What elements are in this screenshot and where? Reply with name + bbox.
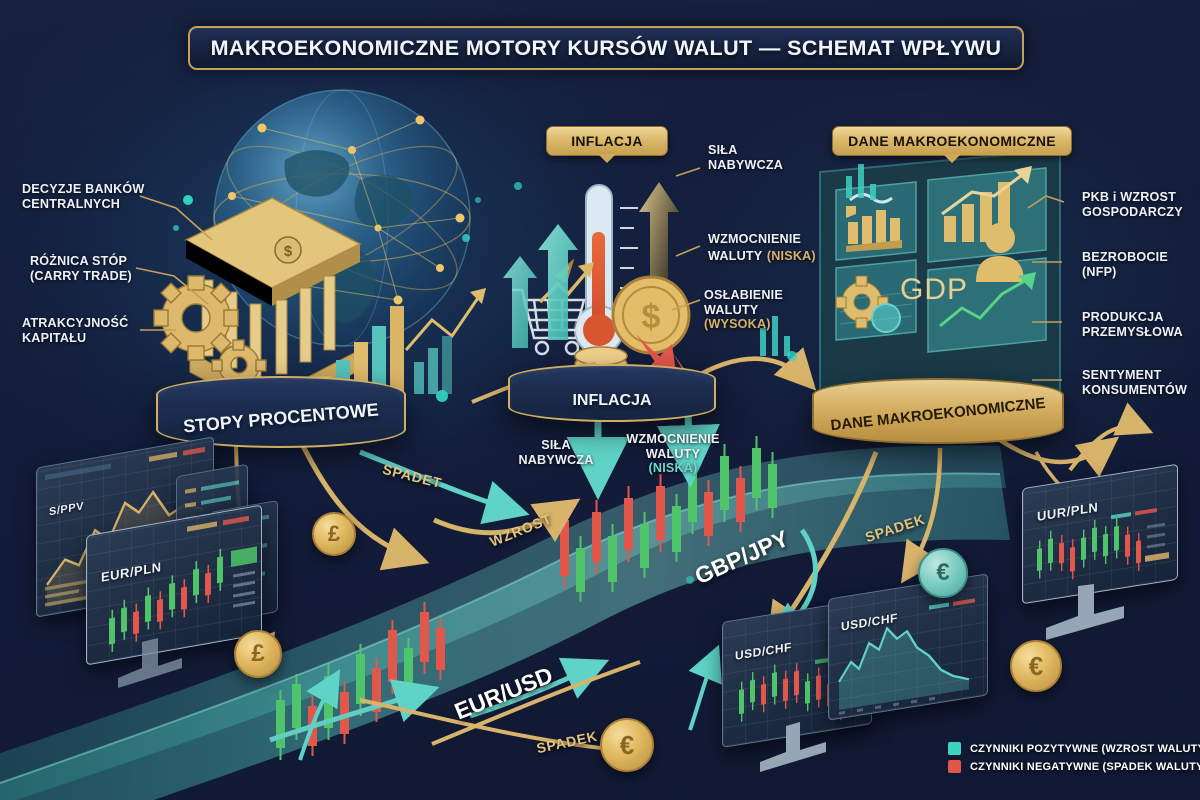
legend-label-negative: CZYNNIKI NEGATYWNE (SPADEK WALUTY) [970,760,1200,773]
callout-line: RÓŻNICA STÓP [30,254,128,268]
page-title-text: MAKROEKONOMICZNE MOTORY KURSÓW WALUT — S… [210,35,1002,60]
callout-line: NABYWCZA [708,157,784,172]
svg-text:$: $ [284,243,293,260]
flow-callout-sila-nabywcza: SIŁA NABYWCZA [512,438,600,467]
legend-swatch-positive [948,742,961,755]
screen-usdchf-2-chart [838,598,975,715]
person-icon [976,223,1024,282]
dollar-coin-icon: $ [611,275,691,355]
callout-line: KAPITAŁU [22,330,87,345]
callout-line: SIŁA [708,143,738,157]
legend: CZYNNIKI POZYTYWNE (WZROST WALUTY) CZYNN… [948,742,1200,778]
screen-eurpln-right-chart [1037,507,1169,580]
gear-icon [835,275,889,329]
legend-label-positive: CZYNNIKI POZYTYWNE (WZROST WALUTY) [970,742,1200,755]
page-title: MAKROEKONOMICZNE MOTORY KURSÓW WALUT — S… [188,26,1024,70]
teal-up-arrow-icon [503,224,578,348]
callout-line: WZMOCNIENIE [626,432,720,446]
trend-up-icon [939,272,1036,328]
callout-line-value: (NISKA) [648,461,698,476]
gold-up-arrow-icon [639,182,679,330]
callout-decyzje-bankow: DECYZJE BANKÓW CENTRALNYCH [22,182,144,211]
callout-produkcja-przemyslowa: PRODUKCJA PRZEMYSŁOWA [1082,310,1183,339]
euro-coin-icon: € [918,548,968,598]
bank-building-icon: $ [184,197,362,417]
callout-atrakcyjnosc-kapitalu: ATRAKCYJNOŚĆ KAPITAŁU [22,316,128,345]
screen-eurpln-left[interactable]: EUR/PLN [86,504,262,666]
callout-roznica-stop: RÓŻNICA STÓP (CARRY TRADE) [30,254,132,283]
callout-bezrobocie: BEZROBOCIE (NFP) [1082,250,1168,279]
callout-line: ATRAKCYJNOŚĆ [22,316,129,330]
callout-line: KONSUMENTÓW [1082,382,1188,397]
factory-icon [846,206,902,252]
callout-line: PRODUKCJA [1082,310,1164,324]
callout-line: (NFP) [1082,264,1117,279]
callout-line: SENTYMENT [1082,368,1162,382]
callout-line: WALUTY [708,248,763,263]
callout-sentyment-konsumentow: SENTYMENT KONSUMENTÓW [1082,368,1187,397]
thermometer-icon [574,184,638,355]
callout-line: GOSPODARCZY [1082,204,1183,219]
trend-up-icon [404,288,486,394]
callout-line: WZMOCNIENIE [708,232,802,246]
euro-coin-icon: € [600,718,654,772]
callout-line: NABYWCZA [518,452,594,467]
callout-line: PKB i WZROST [1082,190,1177,204]
pedestal-label-inflacja: INFLACJA [572,392,652,409]
callout-line: (CARRY TRADE) [30,268,132,283]
callout-line: BEZROBOCIE [1082,250,1168,264]
callout-line-value: (NISKA) [766,248,816,263]
connector-arrows [234,347,1154,761]
legend-item-negative: CZYNNIKI NEGATYWNE (SPADEK WALUTY) [948,760,1200,773]
legend-item-positive: CZYNNIKI POZYTYWNE (WZROST WALUTY) [948,742,1200,755]
pound-coin-icon: £ [312,512,356,556]
badge-dane-makroekonomiczne[interactable]: DANE MAKROEKONOMICZNE [832,126,1072,156]
badge-dane-label: DANE MAKROEKONOMICZNE [848,133,1056,149]
callout-oslabienie-waluty: OSŁABIENIE WALUTY (WYSOKA) [704,288,783,332]
callout-line-value: (WYSOKA) [704,317,771,332]
macro-monitor-cluster [819,148,1061,440]
callout-line: SIŁA [541,438,571,452]
callout-line: DECYZJE BANKÓW [22,182,145,196]
screen-eurpln-chart [109,515,257,653]
pedestal-stopy-procentowe [156,376,406,448]
gear-icon [153,275,267,393]
currency-flow-band [0,445,1010,800]
badge-inflacja[interactable]: INFLACJA [546,126,668,156]
badge-inflacja-label: INFLACJA [571,133,643,149]
svg-text:$: $ [642,298,661,336]
flow-arrow-teal [269,657,610,743]
callout-line: OSŁABIENIE [704,288,783,302]
callout-line: WALUTY [645,446,701,461]
screen-gdp-label: GDP [900,273,969,306]
callout-line: WALUTY [704,302,759,317]
screen-eurpln-right[interactable]: UUR/PLN [1022,463,1178,605]
pound-coin-icon: £ [234,630,282,678]
pedestal-inflacja [508,364,716,422]
euro-coin-icon: € [1010,640,1062,692]
callout-sila-nabywcza: SIŁA NABYWCZA [708,143,783,172]
screen-usdchf-2[interactable]: USD/CHF [828,573,988,721]
candlestick-series [276,436,777,760]
leader-lines [135,167,1065,381]
callout-pkb-wzrost: PKB i WZROST GOSPODARCZY [1082,190,1183,219]
callout-wzmocnienie-waluty: WZMOCNIENIE WALUTY (NISKA) [708,232,816,265]
pedestal-dane-makro [812,378,1064,444]
callout-line: PRZEMYSŁOWA [1082,324,1183,339]
flow-callout-wzmocnienie-waluty: WZMOCNIENIE WALUTY (NISKA) [614,432,732,476]
callout-line: CENTRALNYCH [22,196,121,211]
legend-swatch-negative [948,760,961,773]
